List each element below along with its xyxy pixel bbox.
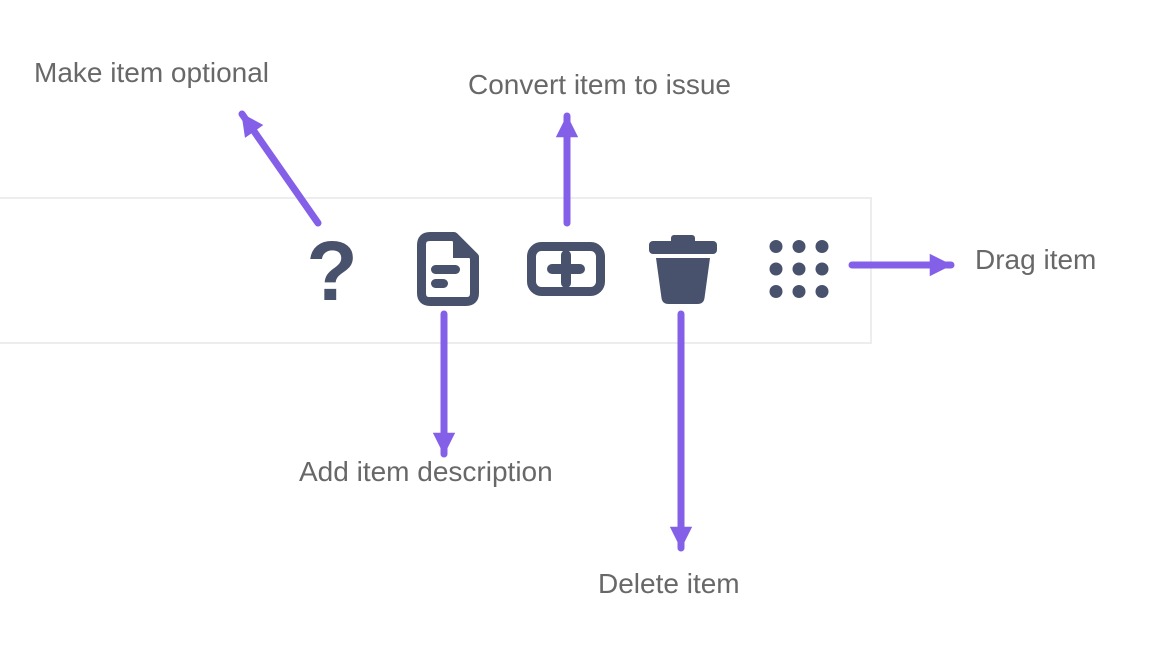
question-mark-icon: ? bbox=[306, 224, 358, 318]
add-item-description-button[interactable] bbox=[417, 231, 479, 307]
document-text-icon bbox=[417, 232, 479, 306]
delete-item-button[interactable] bbox=[649, 235, 717, 305]
make-item-optional-button[interactable]: ? bbox=[306, 229, 358, 313]
drag-item-handle[interactable] bbox=[769, 240, 829, 299]
label-convert-item-to-issue: Convert item to issue bbox=[468, 69, 731, 100]
plus-box-icon bbox=[527, 242, 605, 296]
trash-icon bbox=[649, 235, 717, 305]
label-drag-item: Drag item bbox=[975, 244, 1097, 275]
drag-handle-dots-icon bbox=[769, 240, 829, 299]
item-toolbar: ? bbox=[0, 197, 872, 344]
convert-item-to-issue-button[interactable] bbox=[527, 242, 605, 296]
label-delete-item: Delete item bbox=[598, 568, 740, 599]
label-make-item-optional: Make item optional bbox=[34, 57, 270, 88]
label-add-item-description: Add item description bbox=[299, 456, 553, 487]
